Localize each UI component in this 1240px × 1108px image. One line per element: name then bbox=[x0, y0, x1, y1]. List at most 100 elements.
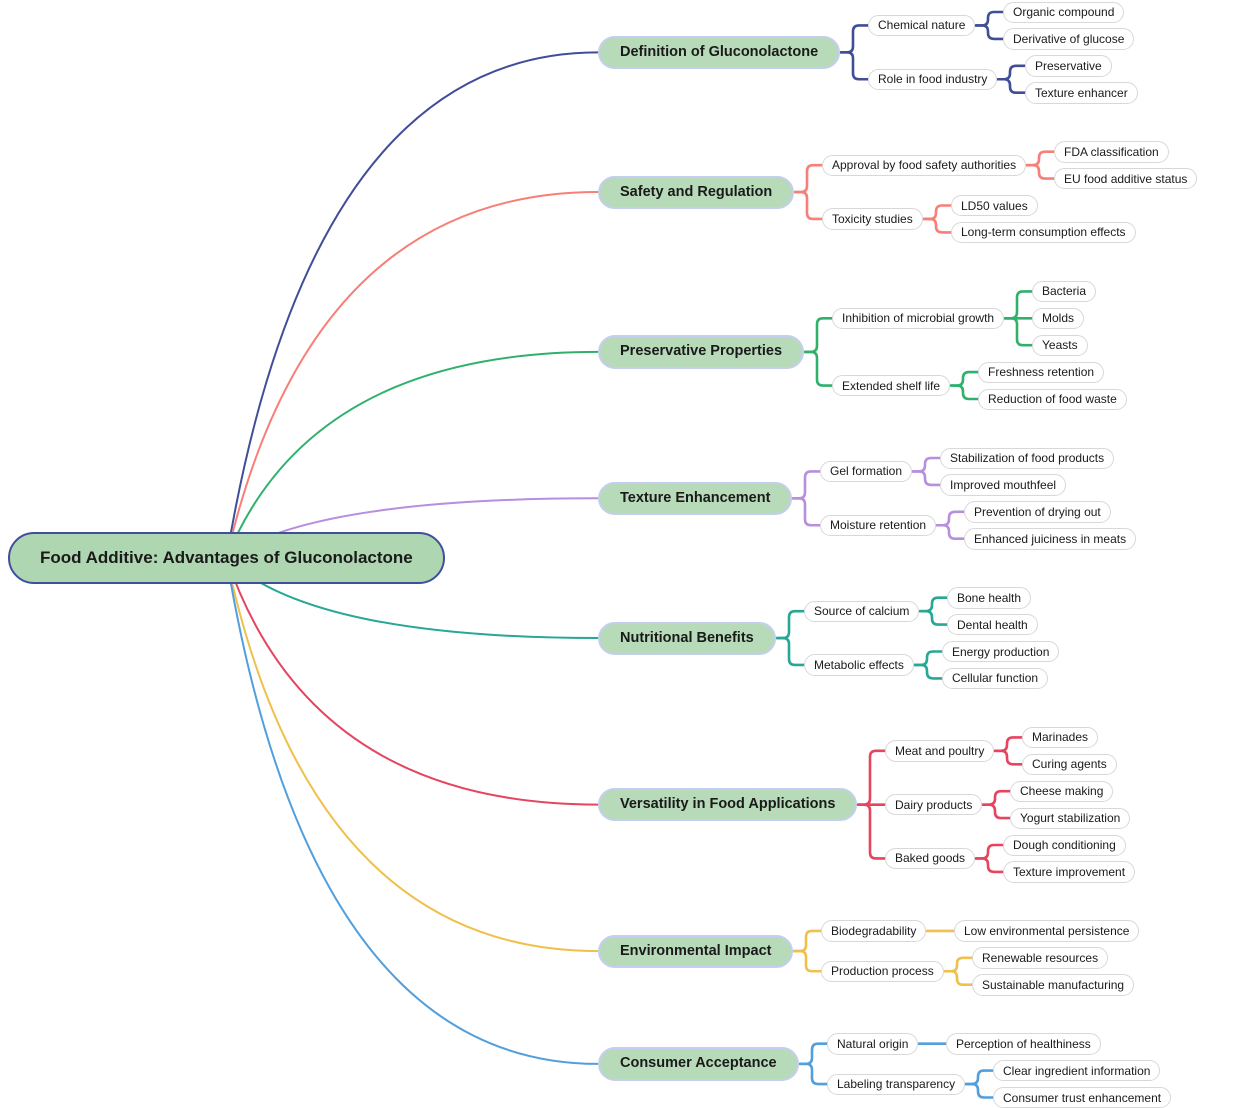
edge-versatility-in-food-applications-to-baked-goods bbox=[856, 803, 887, 860]
node-clear-ingredient-information[interactable]: Clear ingredient information bbox=[993, 1060, 1161, 1082]
edge-role-in-food-industry-to-texture-enhancer bbox=[996, 77, 1027, 94]
node-texture-enhancement[interactable]: Texture Enhancement bbox=[598, 481, 793, 516]
node-preservative-properties[interactable]: Preservative Properties bbox=[598, 335, 805, 369]
node-preservative[interactable]: Preservative bbox=[1025, 55, 1112, 77]
node-dental-health[interactable]: Dental health bbox=[947, 614, 1038, 636]
node-inhibition-of-microbial-growth[interactable]: Inhibition of microbial growth bbox=[832, 307, 1005, 330]
node-consumer-acceptance[interactable]: Consumer Acceptance bbox=[598, 1047, 799, 1081]
node-renewable-resources[interactable]: Renewable resources bbox=[972, 947, 1109, 969]
edge-definition-of-gluconolactone-to-role-in-food-industry bbox=[839, 51, 870, 81]
node-derivative-of-glucose[interactable]: Derivative of glucose bbox=[1003, 28, 1135, 50]
edge-root-to-definition-of-gluconolactone bbox=[225, 51, 599, 560]
node-fda-classification[interactable]: FDA classification bbox=[1054, 141, 1169, 163]
node-marinades[interactable]: Marinades bbox=[1022, 726, 1099, 749]
edge-metabolic-effects-to-cellular-function bbox=[913, 663, 944, 680]
node-bone-health[interactable]: Bone health bbox=[947, 587, 1032, 609]
root-node[interactable]: Food Additive: Advantages of Gluconolact… bbox=[8, 532, 445, 585]
edge-root-to-preservative-properties bbox=[225, 350, 599, 560]
edge-toxicity-studies-to-long-term-consumption-effects bbox=[922, 217, 953, 234]
node-improved-mouthfeel[interactable]: Improved mouthfeel bbox=[940, 474, 1067, 496]
edge-meat-and-poultry-to-curing-agents bbox=[993, 749, 1024, 766]
node-ld50-values[interactable]: LD50 values bbox=[951, 195, 1038, 217]
edge-root-to-consumer-acceptance bbox=[225, 557, 599, 1065]
node-texture-improvement[interactable]: Texture improvement bbox=[1003, 861, 1136, 883]
node-eu-food-additive-status[interactable]: EU food additive status bbox=[1054, 168, 1198, 190]
node-production-process[interactable]: Production process bbox=[821, 960, 944, 983]
node-natural-origin[interactable]: Natural origin bbox=[827, 1033, 919, 1055]
node-labeling-transparency[interactable]: Labeling transparency bbox=[827, 1073, 966, 1095]
node-approval-by-food-safety-authorities[interactable]: Approval by food safety authorities bbox=[822, 154, 1027, 176]
edge-preservative-properties-to-inhibition-of-microbial-growth bbox=[803, 317, 834, 354]
node-moisture-retention[interactable]: Moisture retention bbox=[820, 514, 937, 537]
node-perception-of-healthiness[interactable]: Perception of healthiness bbox=[946, 1033, 1101, 1055]
node-toxicity-studies[interactable]: Toxicity studies bbox=[822, 208, 923, 230]
node-yogurt-stabilization[interactable]: Yogurt stabilization bbox=[1010, 807, 1131, 829]
node-environmental-impact[interactable]: Environmental Impact bbox=[598, 934, 794, 968]
edge-moisture-retention-to-prevention-of-drying-out bbox=[935, 510, 966, 527]
edge-production-process-to-sustainable-manufacturing bbox=[943, 969, 974, 986]
node-extended-shelf-life[interactable]: Extended shelf life bbox=[832, 375, 951, 397]
edge-metabolic-effects-to-energy-production bbox=[913, 650, 944, 667]
node-reduction-of-food-waste[interactable]: Reduction of food waste bbox=[978, 388, 1127, 410]
edge-root-to-safety-and-regulation bbox=[225, 191, 599, 560]
node-long-term-consumption-effects[interactable]: Long-term consumption effects bbox=[951, 221, 1136, 244]
node-chemical-nature[interactable]: Chemical nature bbox=[868, 14, 976, 37]
edge-approval-by-food-safety-authorities-to-eu-food-additive-status bbox=[1025, 163, 1056, 180]
edge-inhibition-of-microbial-growth-to-bacteria bbox=[1003, 290, 1034, 320]
node-nutritional-benefits[interactable]: Nutritional Benefits bbox=[598, 621, 776, 655]
node-curing-agents[interactable]: Curing agents bbox=[1022, 753, 1117, 776]
edge-chemical-nature-to-derivative-of-glucose bbox=[974, 24, 1005, 41]
node-enhanced-juiciness-in-meats[interactable]: Enhanced juiciness in meats bbox=[964, 528, 1137, 550]
edge-environmental-impact-to-biodegradability bbox=[792, 929, 823, 953]
edge-production-process-to-renewable-resources bbox=[943, 956, 974, 973]
node-meat-and-poultry[interactable]: Meat and poultry bbox=[885, 740, 995, 762]
node-safety-and-regulation[interactable]: Safety and Regulation bbox=[598, 175, 795, 209]
node-energy-production[interactable]: Energy production bbox=[942, 641, 1060, 663]
edge-role-in-food-industry-to-preservative bbox=[996, 64, 1027, 81]
edge-moisture-retention-to-enhanced-juiciness-in-meats bbox=[935, 523, 966, 540]
edge-root-to-versatility-in-food-applications bbox=[225, 557, 599, 806]
edge-inhibition-of-microbial-growth-to-yeasts bbox=[1003, 317, 1034, 347]
node-texture-enhancer[interactable]: Texture enhancer bbox=[1025, 82, 1138, 104]
edge-texture-enhancement-to-gel-formation bbox=[791, 470, 822, 500]
edge-versatility-in-food-applications-to-meat-and-poultry bbox=[856, 749, 887, 806]
node-versatility-in-food-applications[interactable]: Versatility in Food Applications bbox=[598, 788, 858, 822]
node-dough-conditioning[interactable]: Dough conditioning bbox=[1003, 834, 1126, 856]
node-baked-goods[interactable]: Baked goods bbox=[885, 847, 976, 870]
edge-source-of-calcium-to-bone-health bbox=[918, 596, 949, 613]
edge-toxicity-studies-to-ld50-values bbox=[922, 204, 953, 221]
node-freshness-retention[interactable]: Freshness retention bbox=[978, 361, 1105, 383]
edge-root-to-environmental-impact bbox=[225, 557, 599, 953]
node-consumer-trust-enhancement[interactable]: Consumer trust enhancement bbox=[993, 1087, 1172, 1108]
edge-safety-and-regulation-to-toxicity-studies bbox=[793, 190, 824, 221]
edge-nutritional-benefits-to-source-of-calcium bbox=[775, 609, 806, 640]
node-molds[interactable]: Molds bbox=[1032, 307, 1085, 330]
node-cellular-function[interactable]: Cellular function bbox=[942, 667, 1049, 690]
edge-labeling-transparency-to-consumer-trust-enhancement bbox=[964, 1082, 995, 1099]
node-bacteria[interactable]: Bacteria bbox=[1032, 280, 1097, 303]
node-role-in-food-industry[interactable]: Role in food industry bbox=[868, 68, 998, 91]
node-dairy-products[interactable]: Dairy products bbox=[885, 794, 983, 816]
node-organic-compound[interactable]: Organic compound bbox=[1003, 1, 1125, 23]
edge-nutritional-benefits-to-metabolic-effects bbox=[775, 636, 806, 667]
node-yeasts[interactable]: Yeasts bbox=[1032, 334, 1088, 357]
node-low-environmental-persistence[interactable]: Low environmental persistence bbox=[954, 920, 1140, 942]
node-source-of-calcium[interactable]: Source of calcium bbox=[804, 600, 920, 622]
edge-consumer-acceptance-to-natural-origin bbox=[798, 1042, 829, 1066]
node-definition-of-gluconolactone[interactable]: Definition of Gluconolactone bbox=[598, 35, 841, 70]
edge-approval-by-food-safety-authorities-to-fda-classification bbox=[1025, 150, 1056, 167]
node-biodegradability[interactable]: Biodegradability bbox=[821, 920, 927, 942]
edge-labeling-transparency-to-clear-ingredient-information bbox=[964, 1069, 995, 1086]
edge-source-of-calcium-to-dental-health bbox=[918, 609, 949, 626]
node-sustainable-manufacturing[interactable]: Sustainable manufacturing bbox=[972, 974, 1135, 996]
node-metabolic-effects[interactable]: Metabolic effects bbox=[804, 654, 914, 676]
node-prevention-of-drying-out[interactable]: Prevention of drying out bbox=[964, 501, 1111, 523]
edge-environmental-impact-to-production-process bbox=[792, 949, 823, 973]
node-stabilization-of-food-products[interactable]: Stabilization of food products bbox=[940, 447, 1115, 469]
node-gel-formation[interactable]: Gel formation bbox=[820, 460, 913, 483]
edge-meat-and-poultry-to-marinades bbox=[993, 736, 1024, 753]
node-cheese-making[interactable]: Cheese making bbox=[1010, 780, 1114, 803]
edge-baked-goods-to-dough-conditioning bbox=[974, 843, 1005, 860]
